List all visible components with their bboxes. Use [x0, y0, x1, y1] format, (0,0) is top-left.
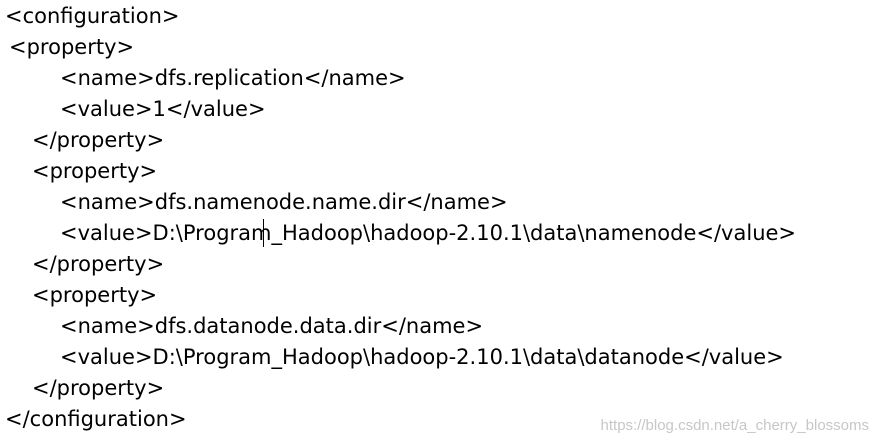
code-line: <property>: [9, 35, 135, 59]
code-line: </property>: [32, 376, 165, 400]
code-line: <name>dfs.replication</name>: [60, 66, 406, 90]
code-line: <value>D:\Program_Hadoop\hadoop-2.10.1\d…: [60, 221, 797, 245]
code-line: </property>: [32, 252, 165, 276]
code-line: <property>: [32, 283, 158, 307]
code-line: <name>dfs.datanode.data.dir</name>: [60, 314, 484, 338]
code-line: </property>: [32, 128, 165, 152]
code-line: </configuration>: [5, 407, 187, 431]
code-line: <value>D:\Program_Hadoop\hadoop-2.10.1\d…: [60, 345, 784, 369]
code-line: <configuration>: [5, 4, 180, 28]
code-line: <property>: [32, 159, 158, 183]
code-line: <name>dfs.namenode.name.dir</name>: [60, 190, 508, 214]
code-line: <value>1</value>: [60, 97, 266, 121]
text-cursor: [263, 219, 264, 247]
watermark: https://blog.csdn.net/a_cherry_blossoms: [600, 417, 869, 434]
